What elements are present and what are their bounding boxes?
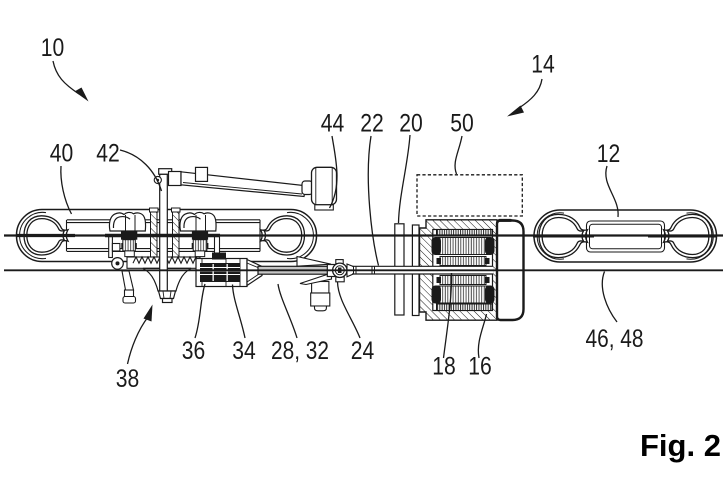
label-22: 22 [360,110,384,138]
leader-16 [477,313,488,359]
crank-arm-tab [194,166,209,182]
support-leg [121,270,137,304]
label-10: 10 [41,34,65,62]
label-18: 18 [432,353,456,381]
control-unit-box [416,174,523,217]
crank-arm [180,171,307,198]
leader-40 [60,165,73,215]
label-28-32: 28, 32 [271,337,329,365]
leader-22 [367,135,380,266]
label-42: 42 [96,140,120,168]
reference-labels: 10 40 42 44 22 20 50 14 12 38 36 34 28, … [41,34,644,393]
leader-50 [454,135,463,175]
pivot-post-lower [310,280,331,312]
leader-lines [52,60,619,365]
leader-28-32 [277,283,298,339]
leader-42 [119,149,163,192]
leader-44 [328,135,338,209]
tie-rod-coupling [195,252,263,288]
axis-lines [4,233,723,272]
arrowhead-14 [507,105,524,117]
leader-36 [194,283,206,339]
label-20: 20 [399,110,423,138]
label-16: 16 [468,353,492,381]
arrowhead-10 [74,87,89,102]
label-46-48: 46, 48 [586,325,644,353]
leader-34 [231,284,246,339]
arrowhead-38 [143,304,153,322]
label-12: 12 [597,140,621,168]
leader-18 [442,272,453,359]
leader-46-48 [601,271,618,323]
label-24: 24 [351,337,375,365]
label-34: 34 [232,337,256,365]
label-36: 36 [182,337,206,365]
leader-38 [126,316,149,365]
label-14: 14 [531,51,555,79]
label-38: 38 [116,365,140,393]
leader-14 [518,78,543,109]
label-40: 40 [50,140,74,168]
column-nut [157,290,177,304]
clevis-wedges [296,255,333,286]
leader-24 [336,281,361,339]
label-44: 44 [321,110,345,138]
gear-housing-ears [108,211,217,232]
label-50: 50 [450,110,474,138]
leader-12 [605,165,619,218]
leader-20 [397,134,411,224]
figure-caption: Fig. 2 [640,428,721,463]
